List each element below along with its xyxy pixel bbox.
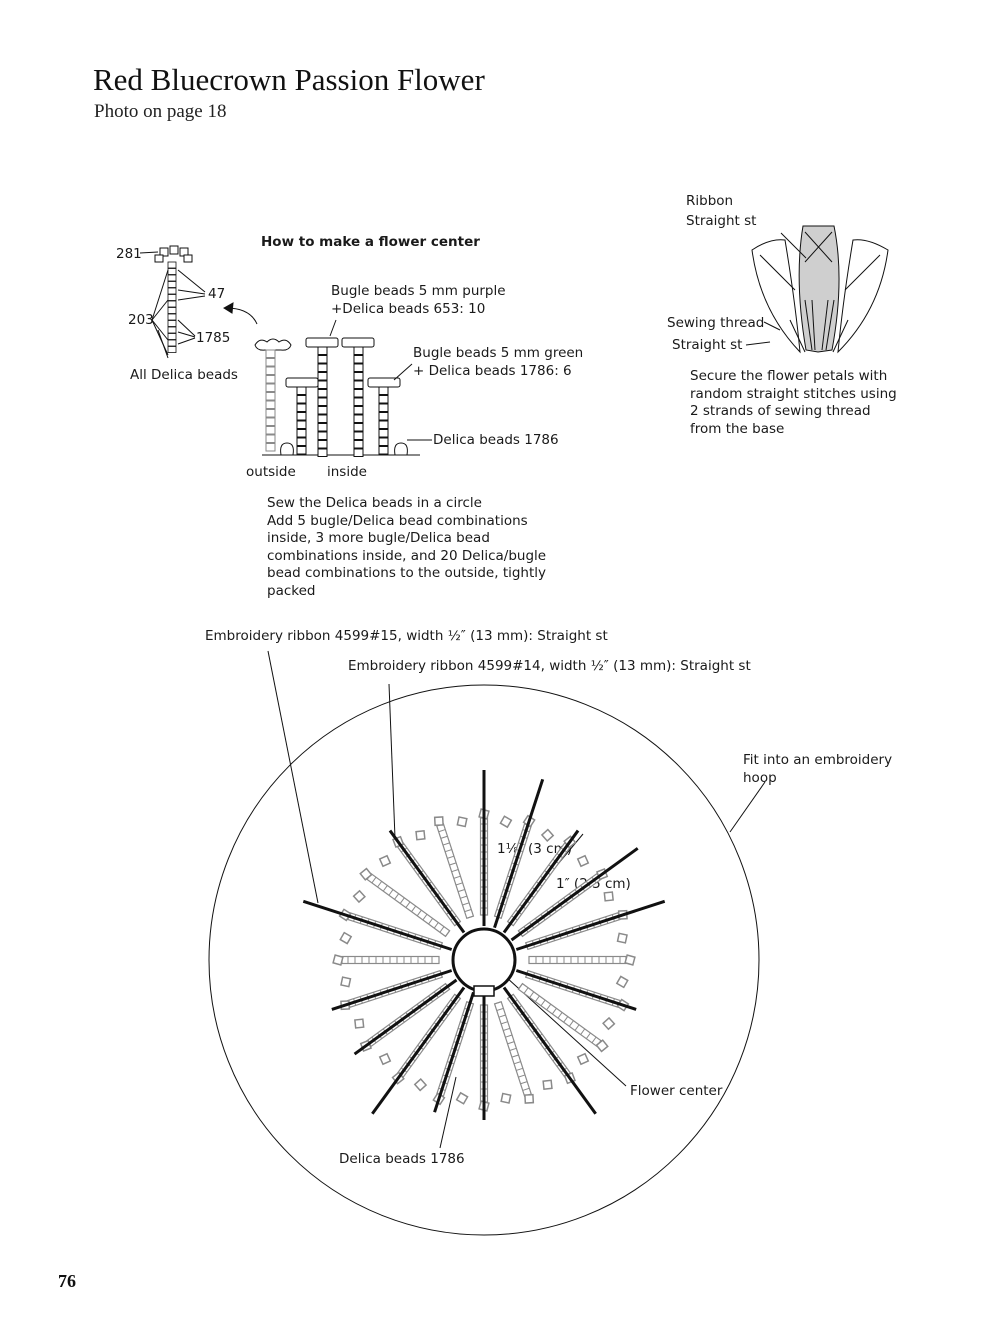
bead-number-281: 281 — [116, 246, 142, 262]
sewing-thread-label: Sewing thread — [667, 315, 765, 331]
ray — [517, 982, 609, 1066]
inside-label: inside — [327, 464, 367, 480]
bugle-green-label: Bugle beads 5 mm green + Delica beads 17… — [413, 345, 584, 379]
ray — [433, 816, 475, 920]
ray — [359, 854, 451, 938]
page-title: Red Bluecrown Passion Flower — [93, 62, 485, 97]
bead-number-203: 203 — [128, 312, 154, 328]
bead-number-1785: 1785 — [196, 330, 231, 346]
ribbon-stitch — [302, 899, 453, 951]
flower-center-columns — [254, 319, 432, 457]
outside-label: outside — [246, 464, 296, 480]
bead-number-47: 47 — [208, 286, 226, 302]
page-subtitle: Photo on page 18 — [94, 101, 227, 122]
ribbon-15-label: Embroidery ribbon 4599#15, width ½″ (13 … — [205, 628, 608, 644]
flower-center-label: Flower center — [630, 1083, 723, 1099]
ribbon-14-label: Embroidery ribbon 4599#14, width ½″ (13 … — [348, 658, 751, 674]
flower-center-bead — [473, 985, 495, 997]
petal-note: Secure the flower petals with random str… — [690, 368, 897, 437]
ribbon-stitch — [502, 829, 580, 934]
ribbon-stitch — [433, 991, 475, 1113]
hoop-delica-label: Delica beads 1786 — [339, 1151, 465, 1167]
ray — [528, 954, 636, 989]
ribbon-stitch — [515, 969, 637, 1011]
flower-rays — [302, 770, 666, 1120]
ribbon-stitch — [493, 778, 545, 929]
ray — [493, 1000, 535, 1104]
instructions-text: Sew the Delica beads in a circle Add 5 b… — [267, 495, 547, 599]
flower-center-heading: How to make a flower center — [261, 234, 480, 250]
ribbon-stitch — [388, 829, 466, 934]
ribbon-stitch — [353, 978, 458, 1056]
bead-strand-diagram — [139, 245, 258, 359]
ray — [332, 931, 440, 966]
hoop-label: Fit into an embroidery hoop — [743, 752, 893, 786]
bugle-purple-label: Bugle beads 5 mm purple +Delica beads 65… — [331, 283, 506, 317]
petal-illustration — [745, 225, 889, 354]
ribbon-stitch — [515, 899, 666, 951]
straight-st-label-1: Straight st — [686, 213, 757, 229]
ribbon-label: Ribbon — [686, 193, 734, 209]
ribbon-stitch — [331, 969, 453, 1011]
ribbon-stitch — [510, 847, 639, 942]
page-number: 76 — [58, 1271, 76, 1291]
ribbon-stitch — [502, 986, 597, 1115]
straight-st-label-2: Straight st — [672, 337, 743, 353]
embroidery-hoop — [208, 684, 760, 1236]
flower-center-circle — [451, 927, 517, 993]
all-delica-label: All Delica beads — [130, 367, 238, 383]
ribbon-stitch — [371, 986, 466, 1115]
delica-1786-label: Delica beads 1786 — [433, 432, 559, 448]
